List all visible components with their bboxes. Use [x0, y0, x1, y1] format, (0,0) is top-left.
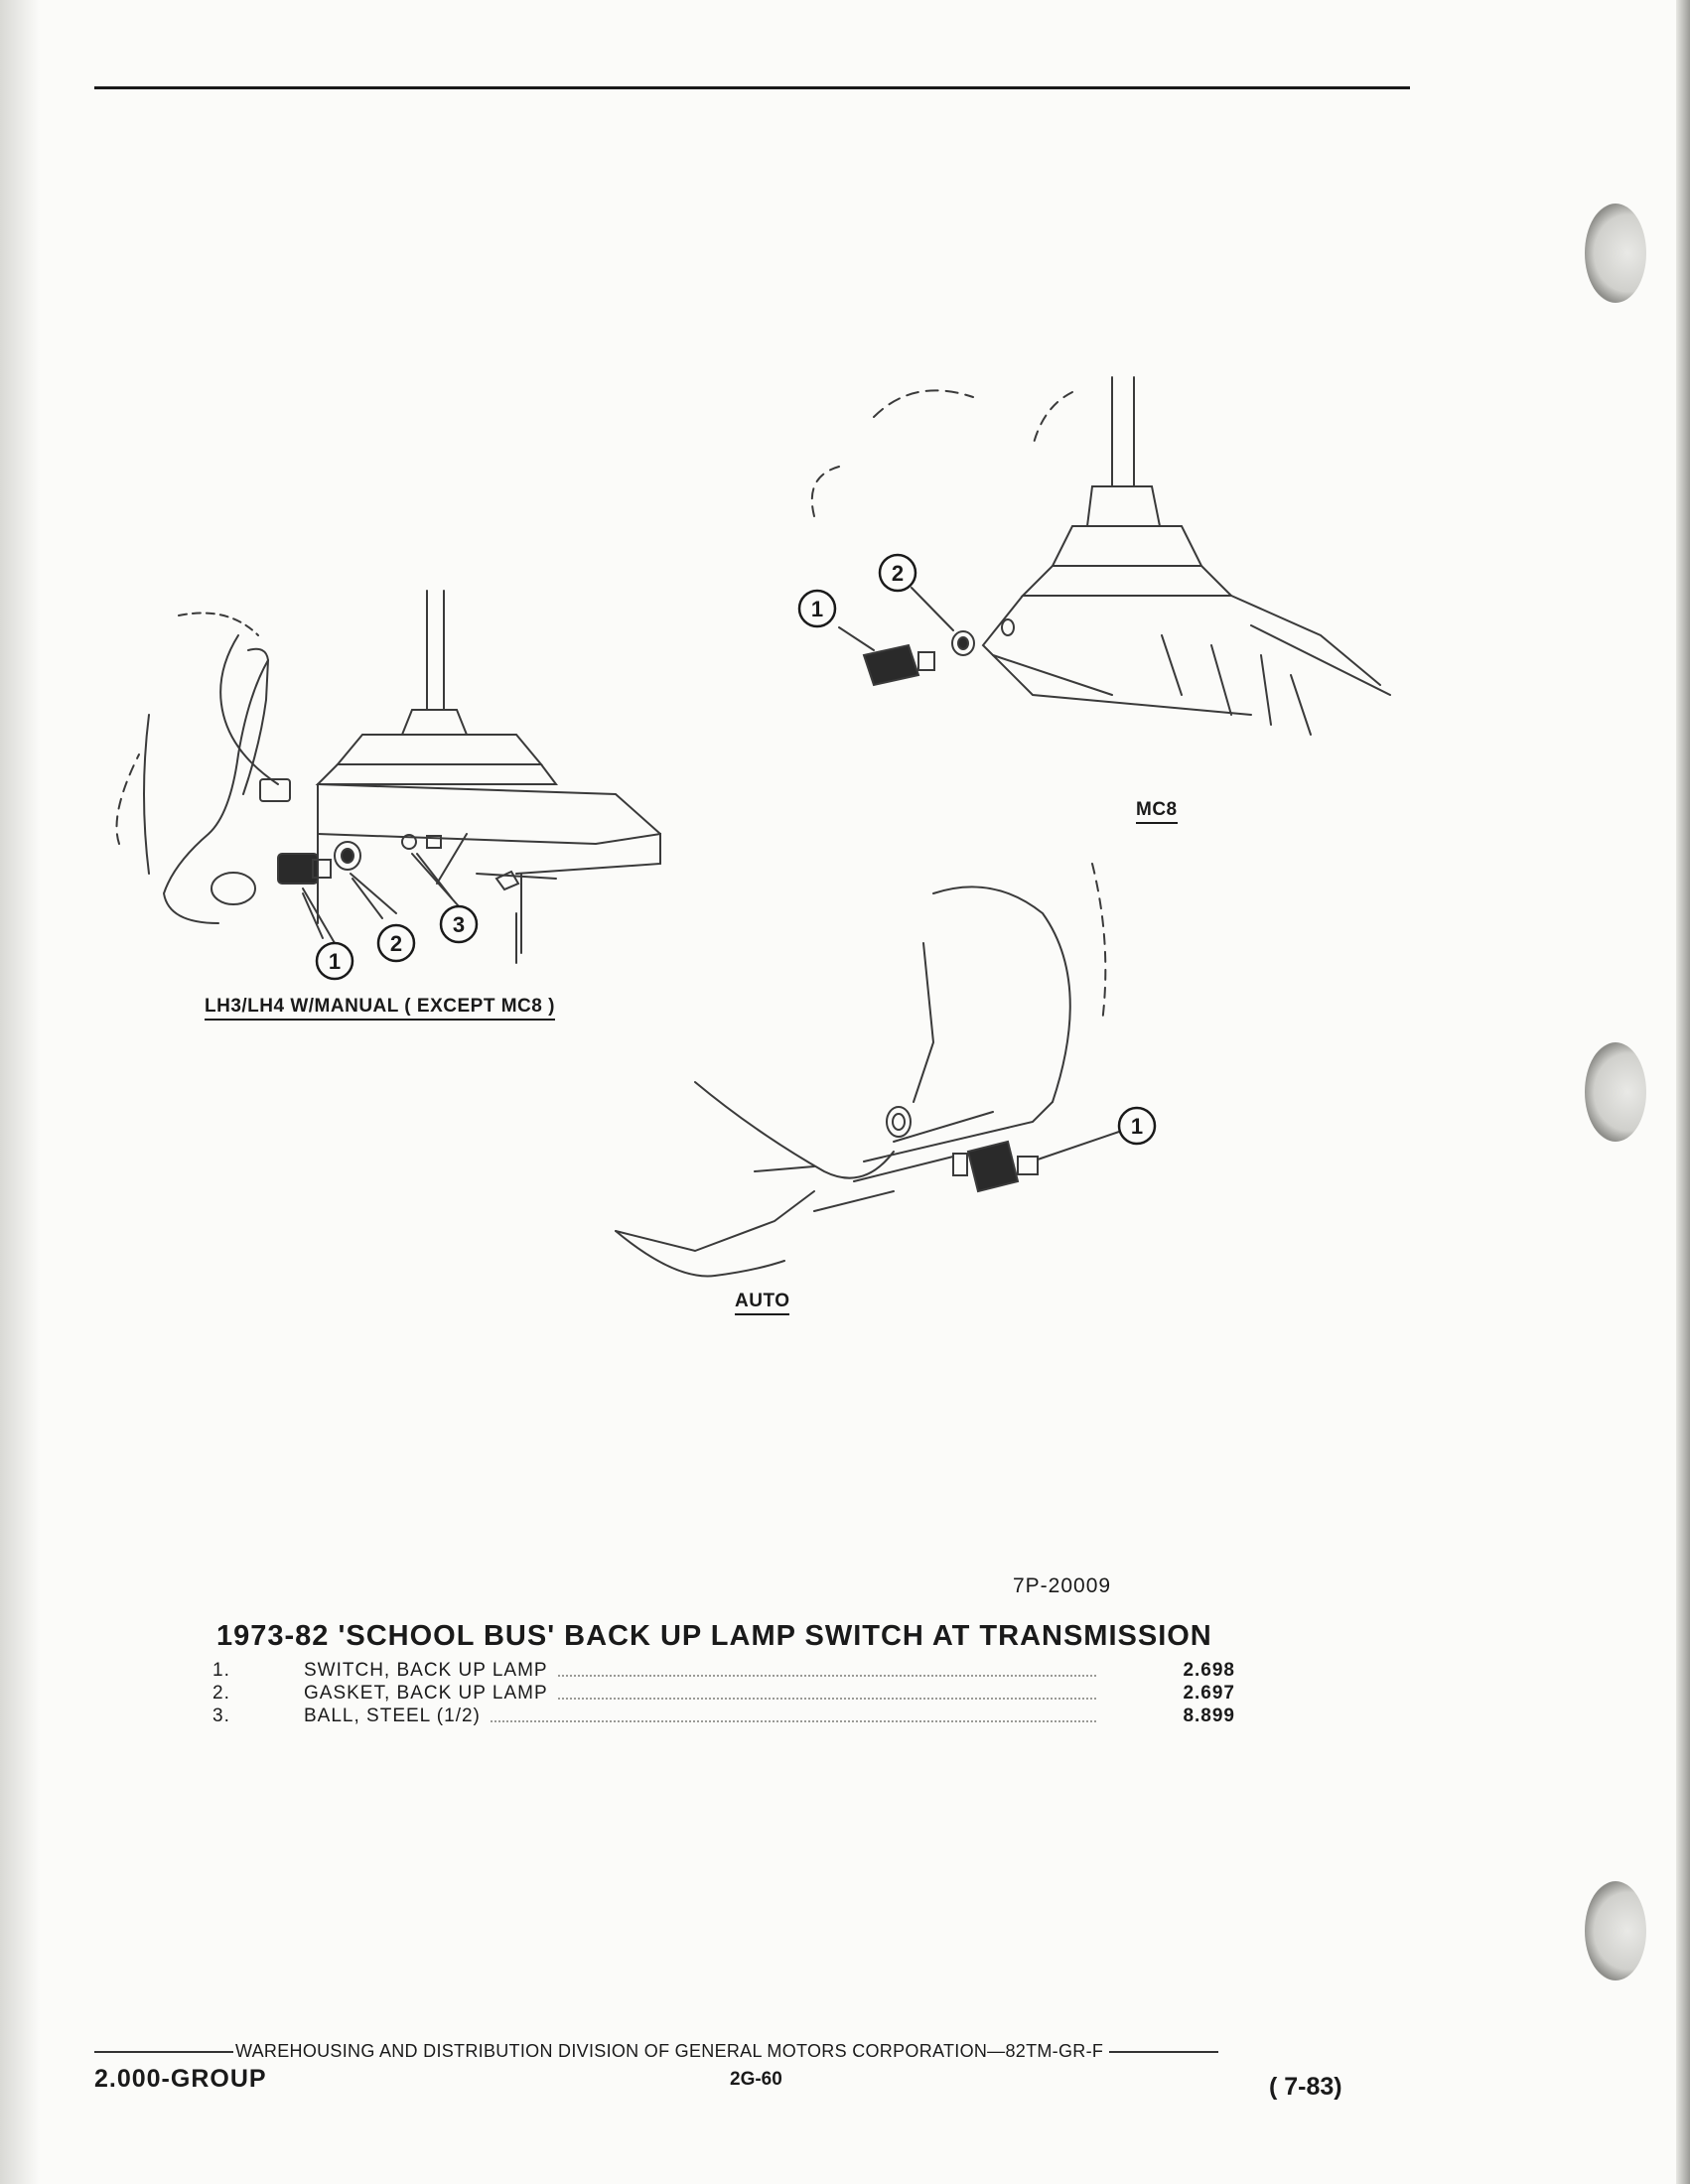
page-left-shadow	[0, 0, 40, 2184]
dot-leader	[304, 1720, 1096, 1722]
footer-page-number: 2G-60	[730, 2069, 782, 2090]
section-title: 1973-82 'SCHOOL BUS' BACK UP LAMP SWITCH…	[216, 1620, 1212, 1652]
part-description: SWITCH, BACK UP LAMP	[304, 1660, 556, 1682]
auto-figure-caption: AUTO	[735, 1291, 790, 1315]
footer-group-label: 2.000-GROUP	[94, 2065, 267, 2093]
part-number: 3.	[212, 1706, 230, 1726]
binder-hole-bottom	[1585, 1881, 1646, 1980]
header-rule	[94, 86, 1410, 89]
part-group-code: 2.698	[1183, 1660, 1235, 1681]
footer-rule-right	[1109, 2051, 1219, 2054]
parts-list-row: 1. SWITCH, BACK UP LAMP 2.698	[212, 1660, 1235, 1683]
footer-publisher-text: WAREHOUSING AND DISTRIBUTION DIVISION OF…	[235, 2041, 1104, 2061]
callout-3-manual: 3	[453, 912, 465, 937]
footer-date: ( 7-83)	[1269, 2073, 1342, 2101]
figure-number: 7P-20009	[1013, 1574, 1112, 1597]
auto-transmission-drawing	[615, 863, 1107, 1278]
part-group-code: 2.697	[1183, 1683, 1235, 1704]
parts-list-row: 3. BALL, STEEL (1/2) 8.899	[212, 1706, 1235, 1728]
part-number: 1.	[212, 1660, 230, 1681]
footer-publisher-line: WAREHOUSING AND DISTRIBUTION DIVISION OF…	[94, 2041, 1219, 2062]
mc8-figure-caption: MC8	[1136, 799, 1178, 824]
callout-1-mc8: 1	[811, 597, 823, 621]
footer-rule-left	[94, 2051, 233, 2054]
part-number: 2.	[212, 1683, 230, 1704]
dot-leader	[304, 1698, 1096, 1700]
manual-transmission-drawing	[115, 590, 661, 964]
manual-figure-caption: LH3/LH4 W/MANUAL ( EXCEPT MC8 )	[205, 996, 555, 1021]
callout-leaders	[302, 587, 1120, 1160]
callout-1-manual: 1	[329, 949, 341, 974]
parts-list-row: 2. GASKET, BACK UP LAMP 2.697	[212, 1683, 1235, 1706]
mc8-transmission-drawing	[810, 376, 1391, 736]
callout-2-mc8: 2	[892, 561, 904, 586]
callout-1-auto: 1	[1131, 1114, 1143, 1139]
part-description: BALL, STEEL (1/2)	[304, 1706, 489, 1727]
part-group-code: 8.899	[1183, 1706, 1235, 1726]
binder-hole-top	[1585, 204, 1646, 303]
binder-hole-middle	[1585, 1042, 1646, 1142]
part-description: GASKET, BACK UP LAMP	[304, 1683, 556, 1705]
dot-leader	[304, 1675, 1096, 1677]
callout-2-manual: 2	[390, 931, 402, 956]
page-right-edge	[1676, 0, 1690, 2184]
parts-list: 1. SWITCH, BACK UP LAMP 2.698 2. GASKET,…	[212, 1660, 1235, 1728]
